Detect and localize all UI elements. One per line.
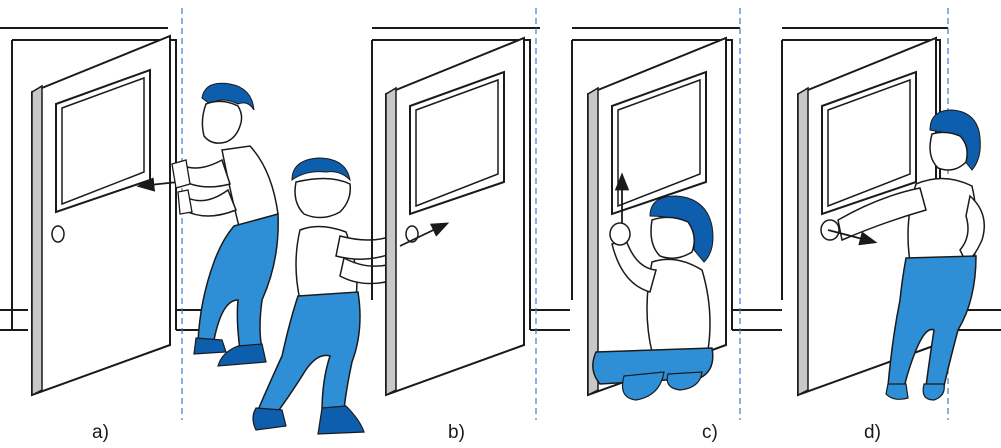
panel-c bbox=[572, 8, 782, 420]
doorknob-icon bbox=[52, 226, 64, 242]
panel-label-c: c) bbox=[702, 422, 718, 444]
panel-label-a: a) bbox=[92, 422, 109, 444]
panel-b bbox=[372, 8, 570, 420]
panel-label-b: b) bbox=[448, 422, 465, 444]
panel-label-d: d) bbox=[864, 422, 881, 444]
panel-a bbox=[0, 8, 406, 434]
door bbox=[386, 38, 524, 395]
panel-d bbox=[782, 8, 1001, 420]
boy-pushing-figure bbox=[172, 83, 278, 366]
door bbox=[32, 36, 170, 395]
